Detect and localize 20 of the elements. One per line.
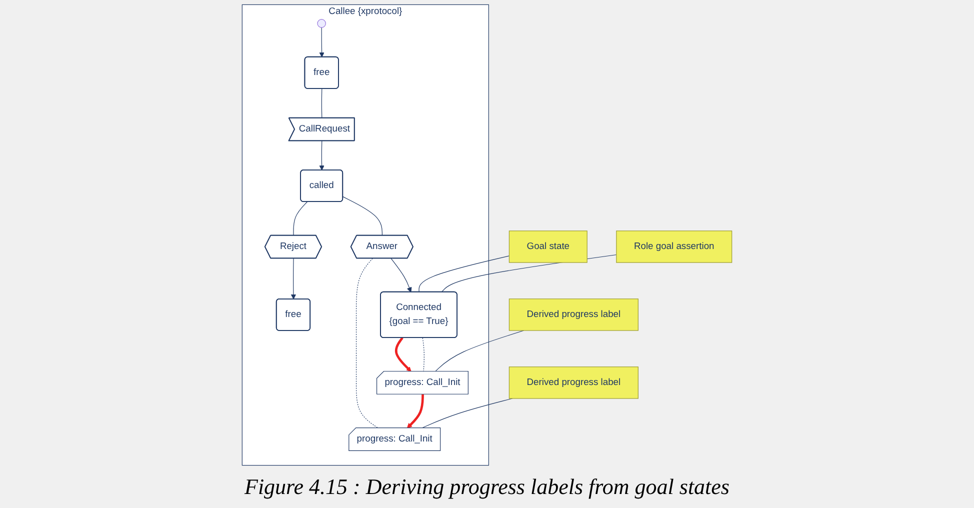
arrow [406,394,424,428]
connector [356,258,378,428]
connector [342,196,382,236]
connector [321,88,322,118]
node-box: Goal state [508,230,588,263]
connector [293,202,308,236]
node-box: Role goal assertion [616,230,732,263]
arrow [319,27,324,58]
arrow [319,140,324,170]
connector [418,256,510,292]
connector [434,330,524,372]
node-box: Derived progress label [508,366,638,399]
arrow [390,258,412,292]
node-box: Derived progress label [508,298,638,331]
arrow [290,258,296,300]
connector [421,398,513,428]
arrow [394,337,412,372]
node-circle [317,19,326,28]
figure-caption: Figure 4.15 : Deriving progress labels from goal states [244,474,730,500]
connector [422,338,424,372]
